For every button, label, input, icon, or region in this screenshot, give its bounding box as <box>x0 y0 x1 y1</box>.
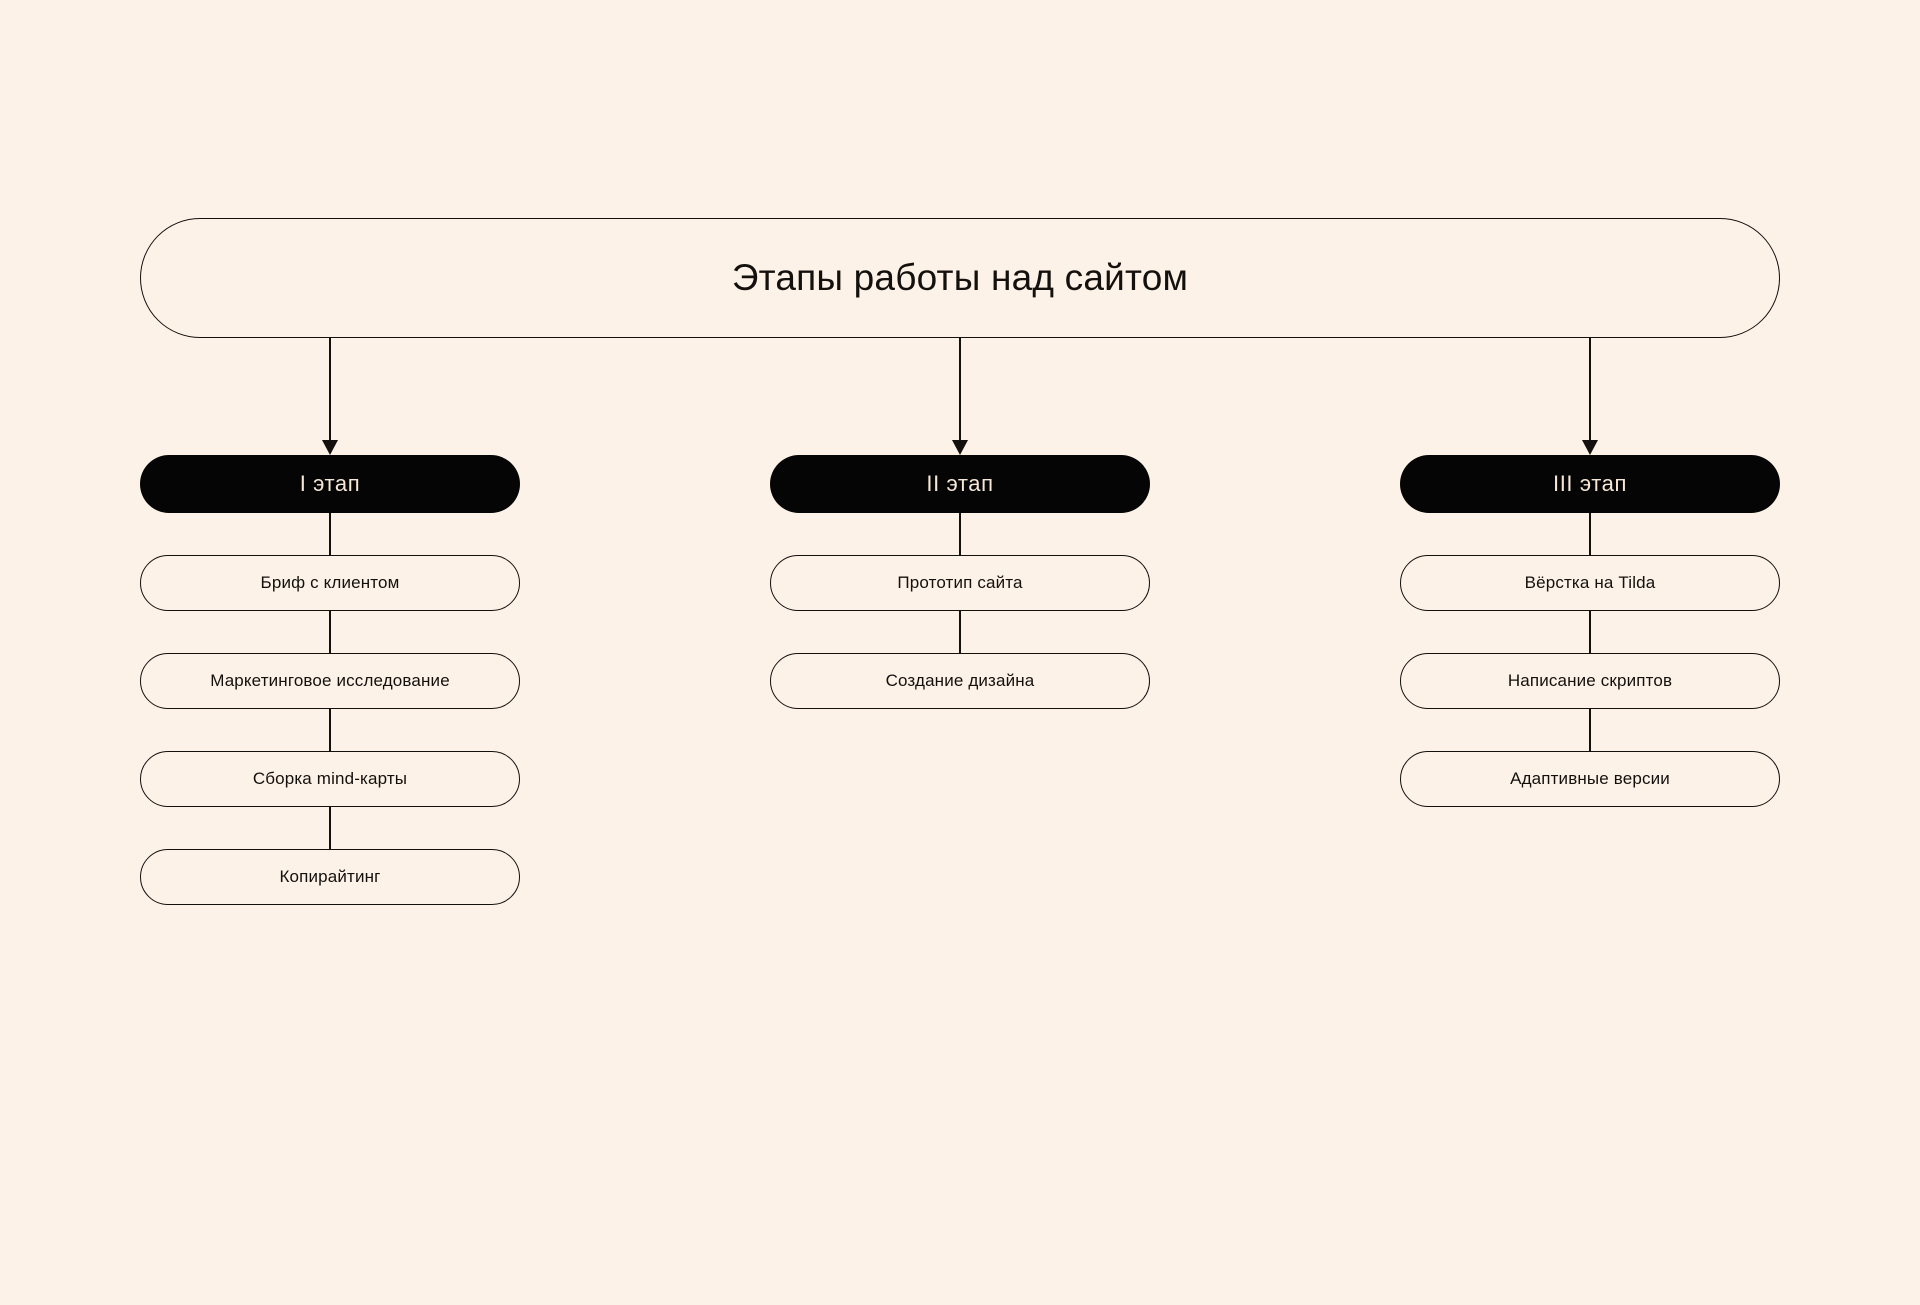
stage-item[interactable]: Сборка mind-карты <box>140 751 520 807</box>
stage-item-label: Копирайтинг <box>279 867 381 886</box>
connector-line <box>1589 709 1591 751</box>
stage-item-label: Вёрстка на Tilda <box>1524 573 1656 592</box>
stage-header-1[interactable]: I этап <box>140 455 520 513</box>
stage-label: II этап <box>926 471 994 496</box>
diagram-title-box: Этапы работы над сайтом <box>140 218 1780 338</box>
stage-item-label: Сборка mind-карты <box>252 769 408 788</box>
arrow-head-icon <box>322 440 338 455</box>
stage-item[interactable]: Адаптивные версии <box>1400 751 1780 807</box>
page-title: Этапы работы над сайтом <box>731 257 1189 298</box>
stage-label: I этап <box>299 471 361 496</box>
stage-label: III этап <box>1553 471 1627 496</box>
stage-item[interactable]: Создание дизайна <box>770 653 1150 709</box>
stage-item[interactable]: Написание скриптов <box>1400 653 1780 709</box>
stage-item-label: Создание дизайна <box>885 671 1035 690</box>
stage-item[interactable]: Вёрстка на Tilda <box>1400 555 1780 611</box>
arrow-head-icon <box>1582 440 1598 455</box>
arrow-stem <box>329 338 331 446</box>
arrow-to-stage-1 <box>318 338 342 455</box>
stage-header-2[interactable]: II этап <box>770 455 1150 513</box>
stage-item[interactable]: Копирайтинг <box>140 849 520 905</box>
arrow-head-icon <box>952 440 968 455</box>
stage-header-3[interactable]: III этап <box>1400 455 1780 513</box>
connector-line <box>329 807 331 849</box>
connector-line <box>329 513 331 555</box>
arrow-to-stage-2 <box>948 338 972 455</box>
stage-item-label: Написание скриптов <box>1507 671 1673 690</box>
stage-item-label: Маркетинговое исследование <box>210 671 450 690</box>
stage-column-2: II этап Прототип сайта Создание дизайна <box>770 455 1150 709</box>
stage-item[interactable]: Бриф с клиентом <box>140 555 520 611</box>
stage-column-3: III этап Вёрстка на Tilda Написание скри… <box>1400 455 1780 807</box>
stage-item-label: Бриф с клиентом <box>260 573 400 592</box>
connector-line <box>959 513 961 555</box>
stage-item-label: Прототип сайта <box>897 573 1023 592</box>
connector-line <box>959 611 961 653</box>
stage-item[interactable]: Маркетинговое исследование <box>140 653 520 709</box>
connector-line <box>1589 611 1591 653</box>
connector-line <box>1589 513 1591 555</box>
stage-item[interactable]: Прототип сайта <box>770 555 1150 611</box>
arrow-stem <box>1589 338 1591 446</box>
connector-line <box>329 709 331 751</box>
arrow-to-stage-3 <box>1578 338 1602 455</box>
arrow-stem <box>959 338 961 446</box>
connector-line <box>329 611 331 653</box>
stage-column-1: I этап Бриф с клиентом Маркетинговое исс… <box>140 455 520 905</box>
stage-item-label: Адаптивные версии <box>1510 769 1670 788</box>
